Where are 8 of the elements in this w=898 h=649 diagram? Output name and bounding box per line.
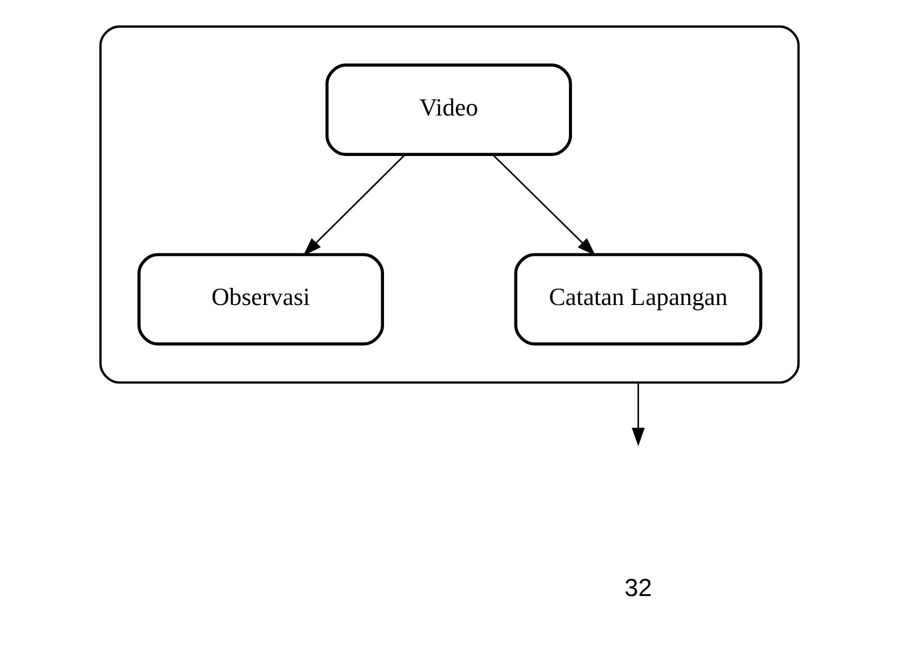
node-box: Catatan Lapangan xyxy=(514,253,762,346)
node-box: Video xyxy=(324,64,572,156)
arrow xyxy=(302,154,406,256)
node-box: Observasi xyxy=(136,253,384,346)
label: 32 xyxy=(624,574,652,602)
arrow xyxy=(631,382,644,446)
cluster xyxy=(98,25,800,384)
arrow xyxy=(492,154,596,256)
